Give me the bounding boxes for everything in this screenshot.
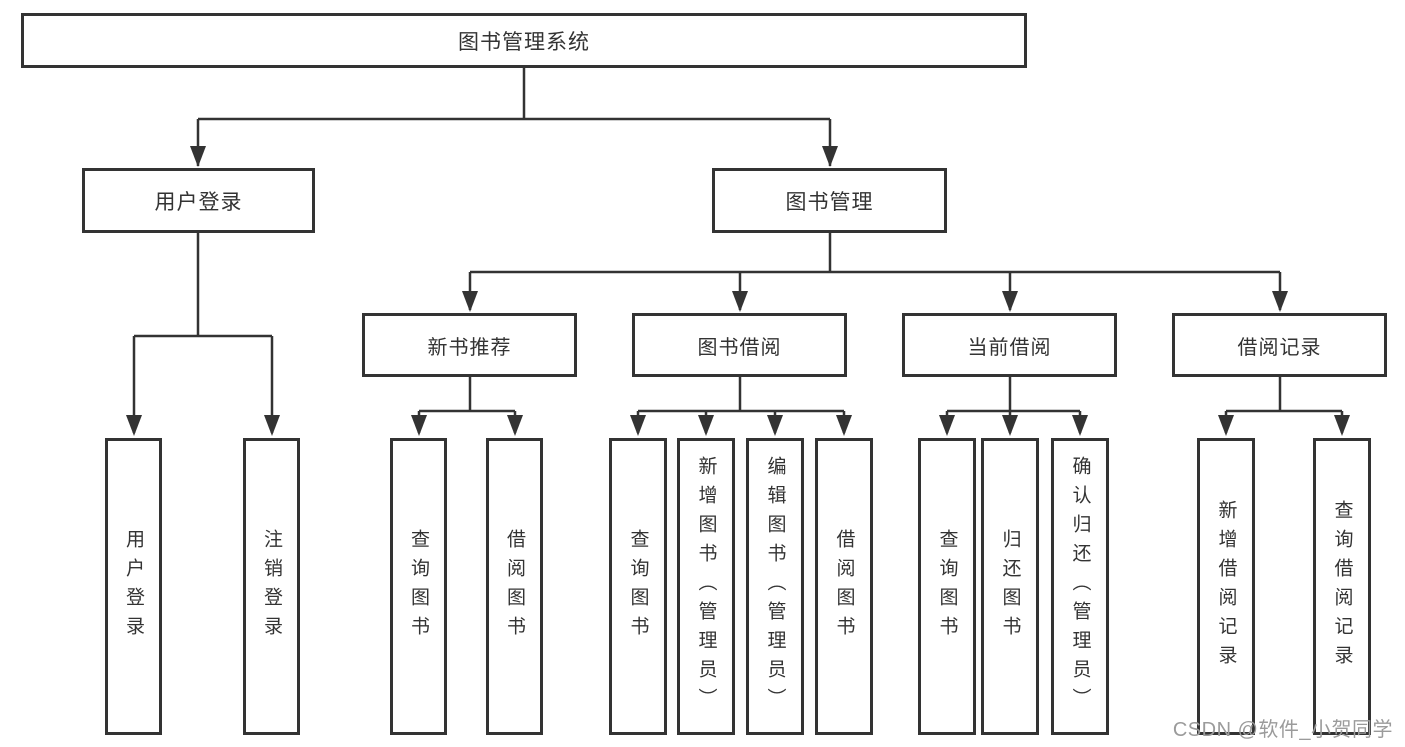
leaf-borrow-books-recommend-label: 借阅图书: [504, 528, 525, 645]
leaf-add-book-admin: 新增图书（管理员）: [677, 438, 735, 735]
leaf-borrow-books-label: 借阅图书: [833, 528, 855, 645]
node-new-book-recommend-label: 新书推荐: [427, 336, 512, 359]
leaf-return-book-label: 归还图书: [999, 528, 1021, 645]
leaf-borrow-books: 借阅图书: [815, 438, 873, 735]
leaf-borrow-books-recommend: 借阅图书: [486, 438, 543, 735]
node-user-login-label: 用户登录: [154, 190, 243, 214]
leaf-query-books-current-label: 查询图书: [936, 528, 958, 645]
leaf-logout: 注销登录: [243, 438, 300, 735]
leaf-return-book: 归还图书: [981, 438, 1039, 735]
leaf-query-books-recommend: 查询图书: [390, 438, 447, 735]
node-borrow-records-label: 借阅记录: [1237, 336, 1322, 359]
leaf-confirm-return-admin: 确认归还（管理员）: [1051, 438, 1109, 735]
node-user-login: 用户登录: [82, 168, 315, 233]
leaf-query-books-current: 查询图书: [918, 438, 976, 735]
leaf-query-borrow-record-label: 查询借阅记录: [1331, 499, 1353, 674]
node-root-label: 图书管理系统: [458, 30, 590, 54]
node-new-book-recommend: 新书推荐: [362, 313, 577, 377]
node-book-management-label: 图书管理: [785, 190, 874, 214]
leaf-logout-label: 注销登录: [261, 528, 282, 645]
leaf-add-borrow-record: 新增借阅记录: [1197, 438, 1255, 735]
leaf-query-borrow-record: 查询借阅记录: [1313, 438, 1371, 735]
leaf-query-books-recommend-label: 查询图书: [408, 528, 429, 645]
node-current-borrowing: 当前借阅: [902, 313, 1117, 377]
node-current-borrowing-label: 当前借阅: [967, 336, 1052, 359]
leaf-user-login-label: 用户登录: [123, 528, 144, 645]
leaf-edit-book-admin: 编辑图书（管理员）: [746, 438, 804, 735]
leaf-add-borrow-record-label: 新增借阅记录: [1215, 499, 1237, 674]
leaf-confirm-return-admin-label: 确认归还（管理员）: [1069, 456, 1091, 717]
leaf-user-login: 用户登录: [105, 438, 162, 735]
node-borrow-records: 借阅记录: [1172, 313, 1387, 377]
csdn-watermark: CSDN @软件_小贺同学: [1172, 719, 1393, 741]
node-root: 图书管理系统: [21, 13, 1027, 68]
node-book-management: 图书管理: [712, 168, 947, 233]
node-book-borrowing: 图书借阅: [632, 313, 847, 377]
leaf-add-book-admin-label: 新增图书（管理员）: [695, 456, 717, 717]
leaf-query-books-borrowing: 查询图书: [609, 438, 667, 735]
leaf-query-books-borrowing-label: 查询图书: [627, 528, 649, 645]
node-book-borrowing-label: 图书借阅: [697, 336, 782, 359]
leaf-edit-book-admin-label: 编辑图书（管理员）: [764, 456, 786, 717]
